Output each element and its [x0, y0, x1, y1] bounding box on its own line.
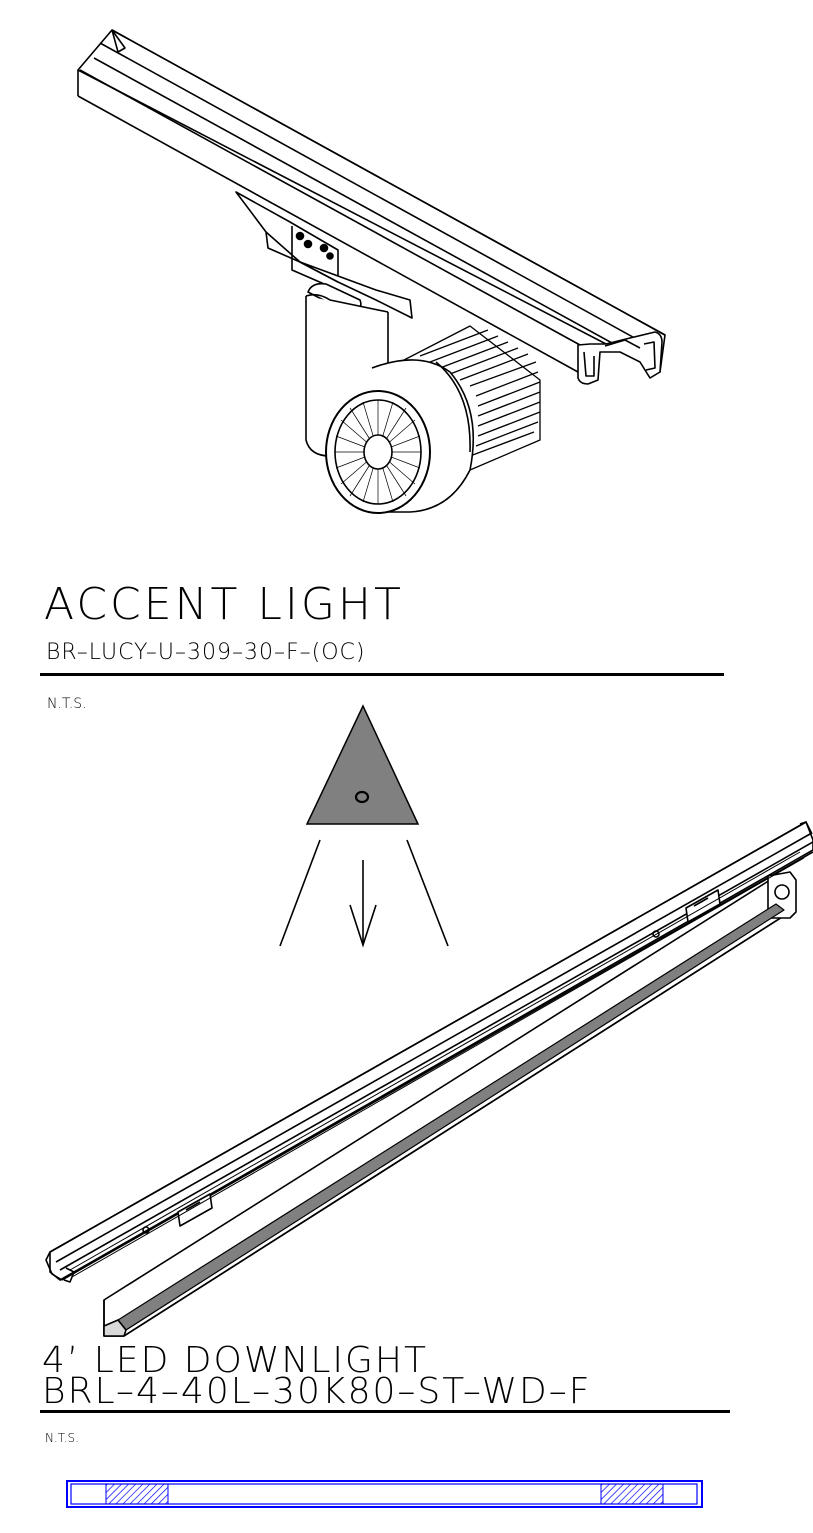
- downlight-scale-note: N.T.S.: [45, 1431, 79, 1445]
- downlight-divider: [40, 1410, 730, 1413]
- track-adapter: [235, 191, 413, 319]
- downlight-model-number: BRL–4–40L–30K80–ST–WD–F: [42, 1371, 592, 1412]
- accent-light-drawing: [77, 29, 666, 514]
- beam-left-line: [279, 839, 321, 947]
- downlight-title: 4’ LED DOWNLIGHT: [42, 1340, 428, 1381]
- plan-symbol-inner-frame: [70, 1483, 698, 1505]
- downlight-track: [45, 821, 813, 1283]
- downlight-end-cap-icon: [774, 884, 790, 900]
- plan-symbol-frame: [66, 1480, 703, 1508]
- beam-arrow-head: [349, 904, 377, 948]
- accent-light-title: ACCENT LIGHT: [44, 579, 404, 630]
- accent-light-symbol-triangle: [305, 704, 420, 825]
- spot-head: [325, 359, 475, 514]
- plan-symbol-hatch-left: [105, 1483, 169, 1505]
- heatsink-fins: [403, 325, 541, 471]
- accent-light-divider: [40, 673, 724, 676]
- downlight-lens: [117, 903, 785, 1331]
- track-rail: [77, 29, 666, 385]
- accent-light-symbol-lamp-icon: [354, 790, 370, 804]
- downlight-body: [69, 851, 805, 1337]
- beam-right-line: [406, 839, 449, 947]
- plan-symbol-hatch-right: [600, 1483, 664, 1505]
- accent-light-scale-note: N.T.S.: [47, 696, 87, 712]
- accent-light-model-number: BR–LUCY–U–309–30–F–(OC): [46, 640, 366, 665]
